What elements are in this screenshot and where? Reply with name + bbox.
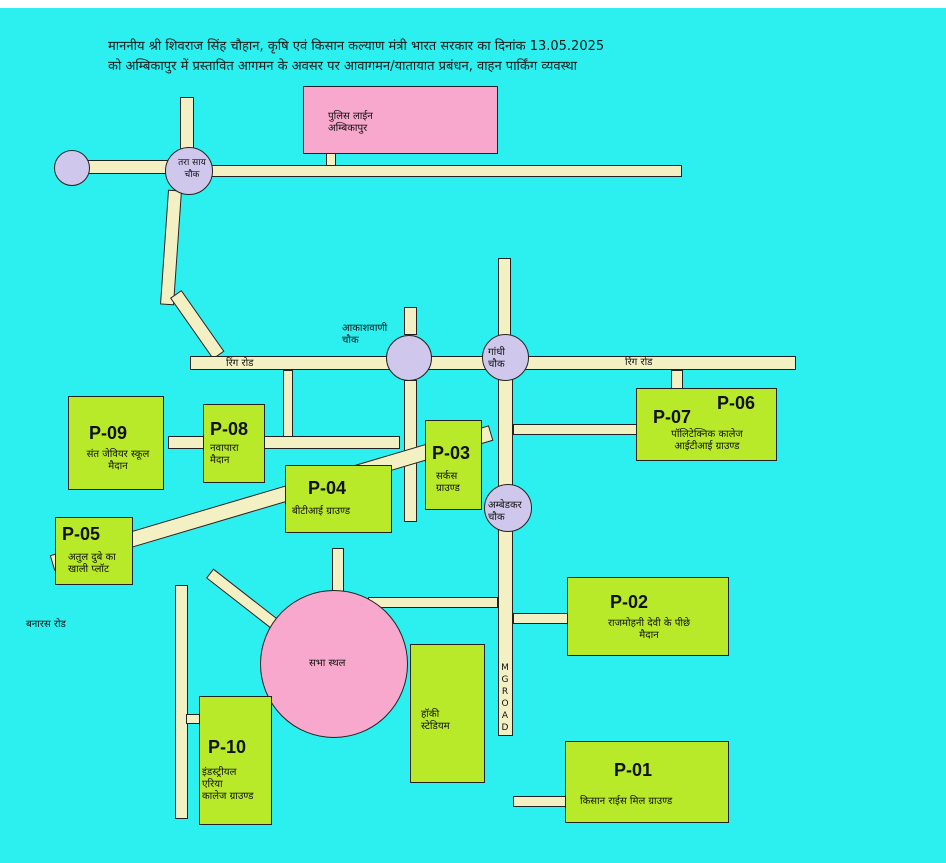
parking-p08: P-08 नवापारा मैदान xyxy=(203,404,265,483)
chowk-ambedkar xyxy=(484,484,532,532)
mg-road-label: MGROAD xyxy=(501,663,509,733)
parking-p10-code: P-10 xyxy=(208,737,247,757)
police-line-box: पुलिस लाईन अम्बिकापुर xyxy=(303,86,498,154)
title-line-1: माननीय श्री शिवराज सिंह चौहान, कृषि एवं … xyxy=(108,39,605,54)
road-ring-to-p06 xyxy=(671,370,683,390)
parking-p02-name: राजमोहनी देवी के पीछे मैदान xyxy=(607,618,691,641)
chowk-ambedkar-label: अम्बेडकर चौक xyxy=(488,500,522,523)
chowk-gandhi-label: गांधी चौक xyxy=(488,347,505,370)
parking-p08-code: P-08 xyxy=(210,419,249,439)
road-to-p07 xyxy=(513,424,639,435)
parking-p10: P-10 इंडस्ट्रीयल एरिया कालेज ग्राउण्ड xyxy=(199,696,272,825)
ring-road-label-left: रिंग रोड xyxy=(226,358,254,369)
chowk-akashvani-label: आकाशवाणी चौक xyxy=(342,323,388,346)
road-to-sabha-north xyxy=(332,548,344,594)
parking-p10-name: इंडस्ट्रीयल एरिया कालेज ग्राउण्ड xyxy=(202,767,254,802)
parking-p01-code: P-01 xyxy=(614,760,653,780)
parking-p03: P-03 सर्कस ग्राउण्ड xyxy=(425,420,482,510)
parking-p09-code: P-09 xyxy=(89,423,128,443)
parking-p08-name: नवापारा मैदान xyxy=(210,443,239,466)
sabha-sthal: सभा स्थल xyxy=(260,590,408,738)
parking-p04-name: बीटीआई ग्राउण्ड xyxy=(292,506,351,517)
hockey-stadium: हॉकी स्टेडियम xyxy=(410,644,485,783)
road-ring-to-p08 xyxy=(283,370,293,438)
parking-p09-name: संत जेवियर स्कूल मैदान xyxy=(86,449,150,472)
road-to-p02 xyxy=(513,613,569,624)
parking-p04: P-04 बीटीआई ग्राउण्ड xyxy=(285,465,392,533)
road-akashvani-north xyxy=(404,307,417,335)
parking-p09: P-09 संत जेवियर स्कूल मैदान xyxy=(68,396,164,490)
parking-p01: P-01 किसान राईस मिल ग्राउण्ड xyxy=(565,741,729,823)
road-top-horizontal xyxy=(200,165,682,177)
ring-road-label-right: रिंग रोड xyxy=(625,357,653,368)
parking-p04-code: P-04 xyxy=(308,478,347,498)
parking-p03-name: सर्कस ग्राउण्ड xyxy=(436,471,460,494)
chowk-akashvani xyxy=(386,335,432,381)
roundabout-west xyxy=(54,150,90,186)
banaras-road-label: बनारस रोड xyxy=(26,619,66,630)
parking-p05-code: P-05 xyxy=(62,524,101,544)
chowk-left-top xyxy=(165,147,213,195)
title-line-2: को अम्बिकापुर में प्रस्तावित आगमन के अवस… xyxy=(108,59,578,74)
road-to-p01 xyxy=(513,796,567,807)
chowk-left-top-label: तरा साय चौक xyxy=(178,158,206,180)
parking-p03-code: P-03 xyxy=(432,443,471,463)
road-p10-vertical xyxy=(175,585,188,819)
parking-p05-name: अतुल दुबे का खाली प्लॉट xyxy=(68,552,116,575)
parking-p07-code: P-07 xyxy=(653,407,692,427)
parking-p07-name: पॉलिटेक्निक कालेज आईटीआई ग्राउण्ड xyxy=(671,429,743,452)
parking-p06-code: P-06 xyxy=(717,393,756,413)
road-west-spur xyxy=(85,160,175,174)
parking-p05: P-05 अतुल दुबे का खाली प्लॉट xyxy=(55,517,133,585)
parking-p02: P-02 राजमोहनी देवी के पीछे मैदान xyxy=(567,577,729,656)
road-police-line-link xyxy=(326,152,336,166)
road-gandhi-north xyxy=(498,258,511,338)
parking-p01-name: किसान राईस मिल ग्राउण्ड xyxy=(580,796,673,807)
sabha-sthal-label: सभा स्थल xyxy=(309,658,346,669)
hockey-stadium-label: हॉकी स्टेडियम xyxy=(421,709,450,732)
road-to-sabha-east xyxy=(368,597,498,608)
police-line-label: पुलिस लाईन अम्बिकापुर xyxy=(328,111,373,134)
chowk-gandhi xyxy=(482,334,529,381)
parking-p02-code: P-02 xyxy=(610,592,649,612)
parking-p06-p07: P-06 P-07 पॉलिटेक्निक कालेज आईटीआई ग्राउ… xyxy=(636,388,777,461)
